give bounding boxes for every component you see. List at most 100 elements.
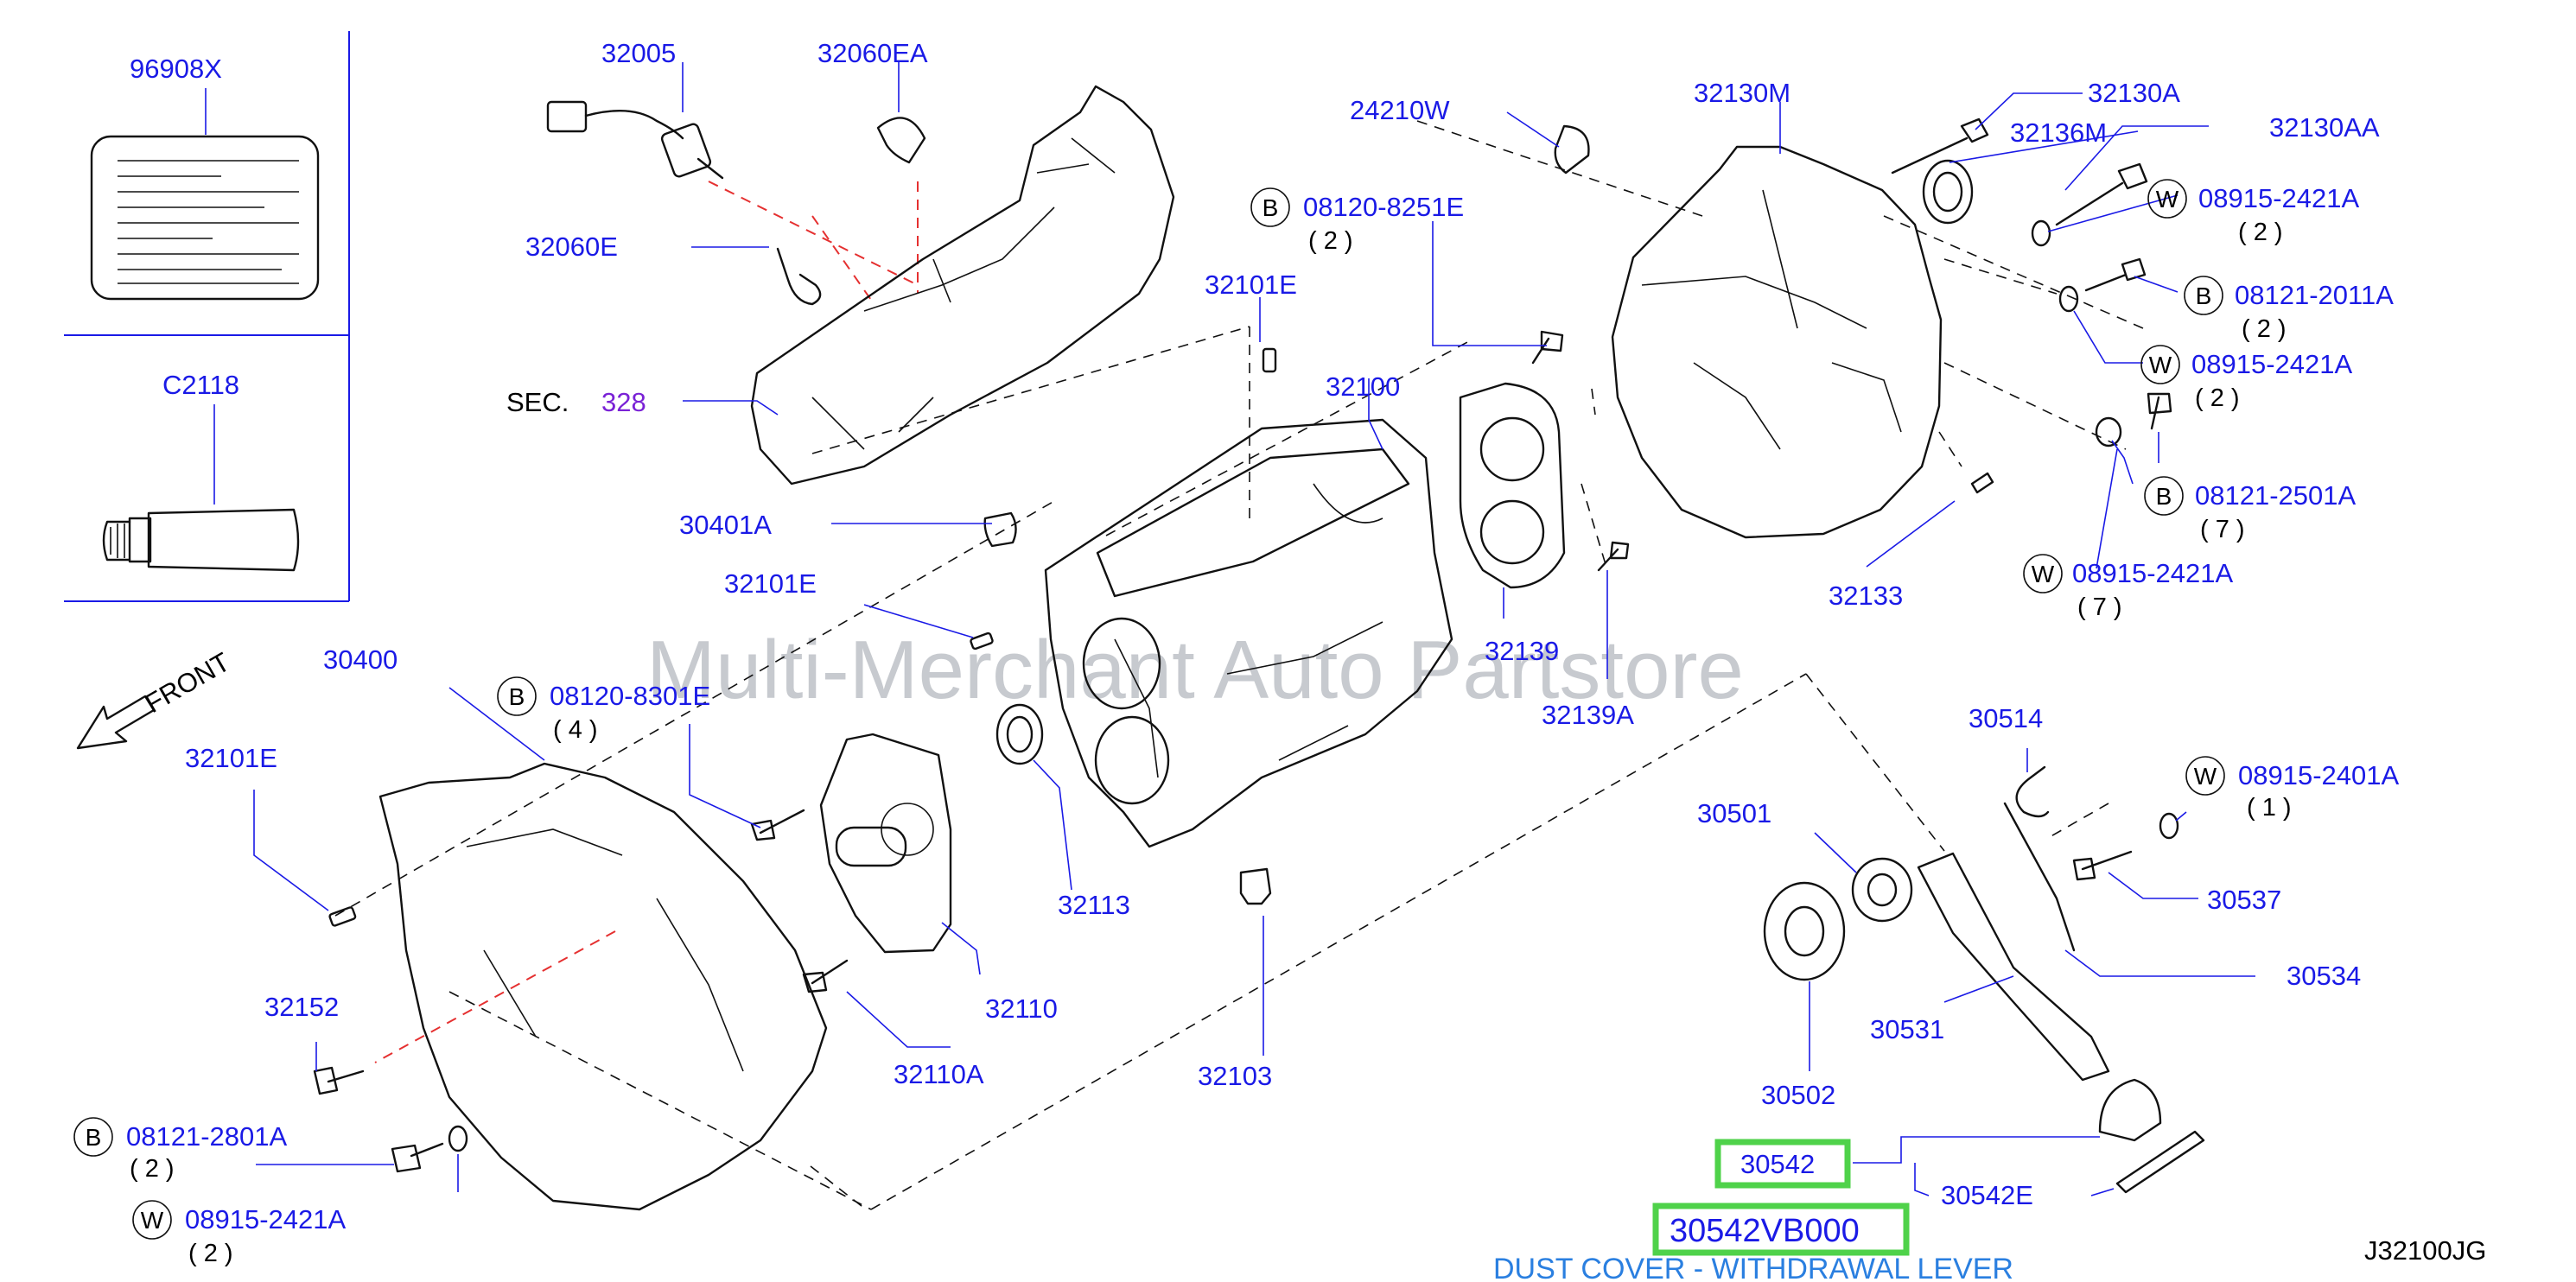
washer-marker-d: W [141,1207,164,1234]
callout-32152[interactable]: 32152 [264,992,339,1022]
section-number-link[interactable]: 328 [601,387,646,417]
callout-08121-2501A[interactable]: 08121-2501A [2195,480,2356,511]
callout-30501[interactable]: 30501 [1697,798,1771,828]
callout-32130A[interactable]: 32130A [2088,78,2180,108]
callout-32060EA[interactable]: 32060EA [817,38,928,68]
callout-08915-2401A[interactable]: 08915-2401A [2238,760,2399,790]
clip-32060EA [876,117,926,164]
seal-32113 [995,703,1044,765]
bolt-08120-8251E [1531,330,1564,365]
bolt-marker-f: B [1263,194,1279,221]
pin-32101E-c [328,906,357,927]
pivot-30537 [2072,850,2133,881]
washer-08915-2421A-a [2031,219,2051,247]
bolt-08121-2801A [391,1142,444,1173]
callout-30400[interactable]: 30400 [323,644,398,675]
callout-08915-2421A-a[interactable]: 08915-2421A [2198,183,2359,213]
bolt-32130AA [2055,162,2148,226]
dust-cover-plate-30542E [2115,1130,2205,1194]
front-label: FRONT [140,646,235,719]
callout-30401A[interactable]: 30401A [679,510,772,540]
callout-08915-2421A-c[interactable]: 08915-2421A [2072,558,2233,588]
callout-32136M[interactable]: 32136M [2010,117,2107,148]
release-bearing-30502 [1763,881,1846,981]
bolt-08121-2011A [2084,257,2147,292]
rear-extension-housing [750,85,1175,486]
callout-C2118[interactable]: C2118 [162,370,239,400]
drain-plug-32103 [1239,867,1272,905]
clip-30514 [2015,765,2050,818]
qty-c: ( 2 ) [2195,384,2240,412]
bolt-marker-h: B [86,1124,102,1151]
bolt-32110A [802,959,849,993]
front-cover-32110 [819,733,952,954]
qty-g: ( 4 ) [553,716,598,744]
withdrawal-lever-30531 [1917,852,2110,1082]
legend-sealant-tube[interactable]: C2118 [102,370,300,572]
washer-marker-e: W [2194,763,2217,790]
callout-32060E[interactable]: 32060E [525,232,618,262]
callout-08121-2011A[interactable]: 08121-2011A [2235,280,2394,310]
qty-e: ( 7 ) [2077,593,2122,621]
callout-30514[interactable]: 30514 [1969,703,2043,733]
spring-30534 [2003,802,2076,952]
front-arrow-icon: FRONT [76,646,235,750]
callout-32100[interactable]: 32100 [1326,371,1400,402]
callouts: 32005 32060EA 32060E SEC. 328 24210W 321… [73,38,2399,1267]
selected-part-group[interactable]: 30542 30542VB000 DUST COVER - WITHDRAWAL… [1493,1139,2013,1282]
callout-30534[interactable]: 30534 [2287,961,2361,991]
callout-30537[interactable]: 30537 [2207,885,2281,915]
clutch-housing-32130M [1611,145,1943,539]
washer-08915-2401A [2159,812,2179,840]
dust-cover-30542 [2098,1078,2162,1142]
callout-32113[interactable]: 32113 [1058,890,1130,920]
selected-part-description: DUST COVER - WITHDRAWAL LEVER [1493,1253,2013,1282]
callout-32139[interactable]: 32139 [1485,636,1559,666]
qty-j: ( 1 ) [2247,794,2292,822]
pin-32101E-b [970,631,994,651]
plug-30401A [983,511,1017,548]
callout-08915-2421A-d[interactable]: 08915-2421A [185,1204,346,1234]
washer-08915-2421A-c [2095,416,2122,447]
callout-30531[interactable]: 30531 [1870,1014,1944,1044]
washer-08915-2421A-d [448,1125,468,1152]
legend-label-card[interactable]: 96908X [90,54,320,301]
selected-part-number[interactable]: 30542VB000 [1670,1213,1860,1249]
callout-32005[interactable]: 32005 [601,38,676,68]
section-prefix: SEC. [506,387,569,417]
qty-a: ( 2 ) [2238,219,2283,246]
callout-08915-2421A-b[interactable]: 08915-2421A [2191,349,2352,379]
callout-32130AA[interactable]: 32130AA [2269,112,2380,143]
callout-08120-8301E[interactable]: 08120-8301E [550,681,710,711]
callout-32130M[interactable]: 32130M [1694,78,1790,108]
clutch-bellhousing-30400 [378,762,828,1211]
callout-32101E-b[interactable]: 32101E [724,568,817,599]
callout-30542E[interactable]: 30542E [1941,1180,2033,1210]
callout-96908X[interactable]: 96908X [130,54,222,84]
qty-h: ( 2 ) [130,1155,175,1183]
callout-32101E-a[interactable]: 32101E [1205,270,1297,300]
callout-30502[interactable]: 30502 [1761,1080,1835,1110]
callout-32103[interactable]: 32103 [1198,1061,1272,1091]
callout-08120-8251E[interactable]: 08120-8251E [1303,192,1464,222]
callout-24210W[interactable]: 24210W [1350,95,1450,125]
bolt-marker-b: B [2196,282,2212,309]
callout-32133[interactable]: 32133 [1829,581,1903,611]
callout-08121-2801A[interactable]: 08121-2801A [126,1121,287,1152]
callout-32110A[interactable]: 32110A [894,1059,984,1089]
legend-frame [64,31,350,602]
callout-32101E-c[interactable]: 32101E [185,743,277,773]
qty-f: ( 2 ) [1308,227,1353,255]
speed-sensor-32005 [546,100,724,180]
qty-d: ( 7 ) [2200,516,2245,543]
selected-part-ref[interactable]: 30542 [1740,1149,1815,1179]
qty-i: ( 2 ) [188,1240,233,1267]
clip-24210W [1554,124,1590,175]
washer-08915-2421A-b [2058,285,2079,313]
callout-32139A[interactable]: 32139A [1542,700,1634,730]
bolt-32139A [1597,541,1630,572]
leader-lines [253,62,2255,1196]
callout-32110[interactable]: 32110 [985,993,1058,1024]
washer-marker-b: W [2149,352,2172,378]
